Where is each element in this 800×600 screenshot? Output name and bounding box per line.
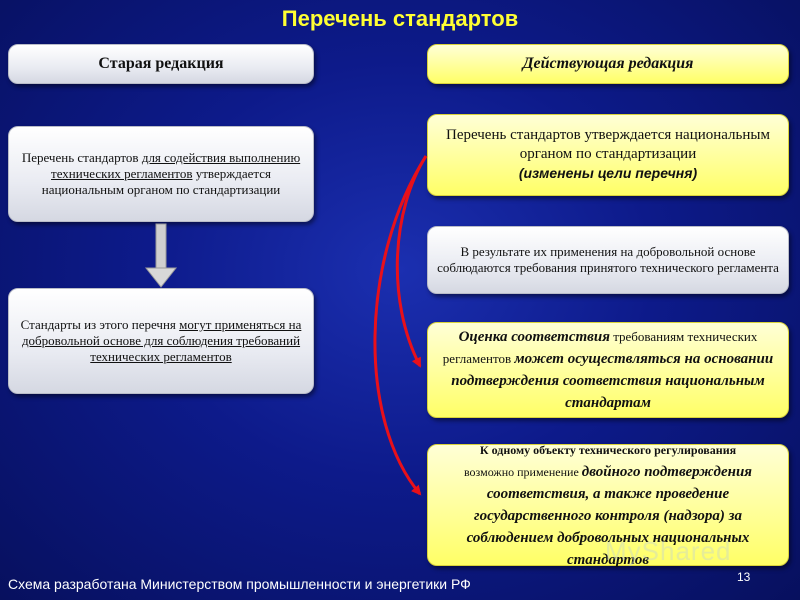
old-edition-header-label: Старая редакция bbox=[98, 55, 224, 72]
current-list-line1: Перечень стандартов утверждается национа… bbox=[445, 127, 770, 162]
page-title: Перечень стандартов bbox=[281, 6, 519, 31]
current-edition-header: Действующая редакция bbox=[427, 44, 789, 84]
double-confirmation-box: К одному объекту технического регулирова… bbox=[427, 443, 789, 568]
conformity-assessment-box: Оценка соответствия требованиям техничес… bbox=[427, 322, 789, 418]
old-list-text-part3: утверждается национальным органом по ста… bbox=[41, 166, 281, 197]
old-list-text-part2: для содействия выполнению технических ре… bbox=[51, 150, 301, 181]
old-voluntary-text-part1: Стандарты из этого перечня bbox=[20, 317, 180, 332]
down-arrow-icon bbox=[144, 223, 178, 288]
double-confirmation-text: К одному объекту технического регулирова… bbox=[428, 439, 788, 571]
conformity-text-part2: требованиям технических регламентов bbox=[442, 329, 758, 366]
current-standards-list-box: Перечень стандартов утверждается национа… bbox=[427, 114, 789, 196]
voluntary-application-box: В результате их применения на добровольн… bbox=[427, 226, 789, 294]
double-text-part3: двойного подтверждения соответствия, а т… bbox=[466, 464, 753, 568]
old-voluntary-use-box: Стандарты из этого перечня могут применя… bbox=[8, 288, 314, 394]
conformity-assessment-text: Оценка соответствия требованиям техничес… bbox=[428, 326, 788, 414]
conformity-text-part3: может осуществляться на основании подтве… bbox=[451, 351, 774, 411]
current-standards-list-text: Перечень стандартов утверждается национа… bbox=[428, 126, 788, 184]
old-voluntary-text-part2: могут применяться на добровольной основе… bbox=[21, 317, 302, 364]
old-list-text-part1: Перечень стандартов bbox=[21, 150, 142, 165]
old-voluntary-use-text: Стандарты из этого перечня могут применя… bbox=[9, 317, 313, 365]
footer-caption: Схема разработана Министерством промышле… bbox=[8, 576, 471, 592]
current-list-line2: (изменены цели перечня) bbox=[518, 165, 698, 181]
old-standards-list-text: Перечень стандартов для содействия выпол… bbox=[9, 150, 313, 198]
current-edition-header-label: Действующая редакция bbox=[522, 55, 694, 72]
conformity-text-part1: Оценка соответствия bbox=[458, 329, 610, 345]
old-edition-header: Старая редакция bbox=[8, 44, 314, 84]
red-arrow-to-double-confirmation bbox=[373, 155, 428, 496]
double-text-part2: возможно применение bbox=[463, 465, 582, 479]
page-number: 13 bbox=[737, 570, 751, 584]
red-arrow-to-conformity bbox=[395, 155, 428, 368]
watermark-logo: MyShared bbox=[605, 536, 732, 566]
old-standards-list-box: Перечень стандартов для содействия выпол… bbox=[8, 126, 314, 222]
voluntary-application-text: В результате их применения на добровольн… bbox=[437, 244, 779, 275]
double-text-part1: К одному объекту технического регулирова… bbox=[479, 443, 737, 457]
